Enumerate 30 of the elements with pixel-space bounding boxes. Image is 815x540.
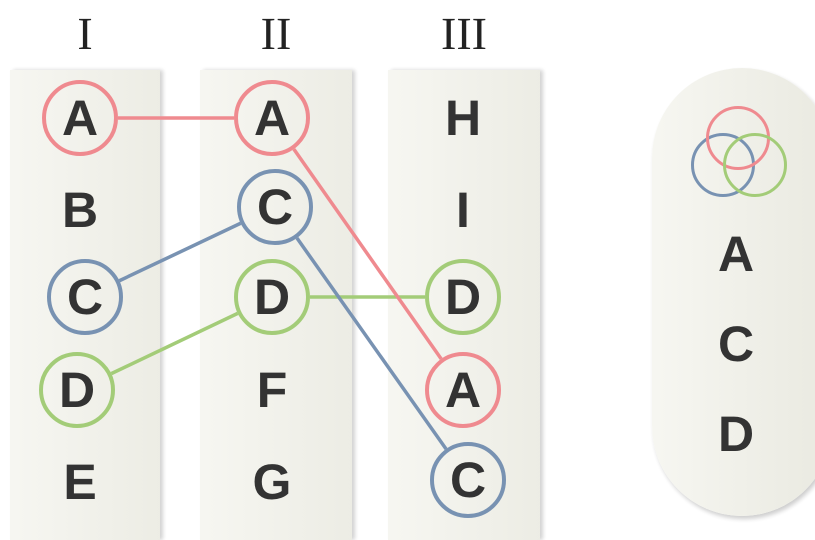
letter-circle: A: [425, 352, 501, 428]
letter: H: [444, 90, 482, 146]
letter-circle: D: [39, 352, 115, 428]
connector-line: [310, 295, 425, 299]
letter-circle: A: [42, 80, 118, 156]
connector-line: [118, 116, 234, 120]
letter: C: [718, 316, 754, 372]
letter: F: [256, 362, 288, 418]
ring-circle: [723, 133, 787, 197]
column-heading: I: [77, 8, 93, 60]
ring-circle: [706, 106, 770, 170]
connector-line: [118, 222, 242, 282]
letter: B: [62, 182, 98, 238]
connector-line: [296, 237, 448, 450]
ring-circle: [691, 133, 755, 197]
connector-line: [292, 148, 443, 360]
letter-circle: D: [425, 259, 501, 335]
letter: I: [456, 182, 470, 238]
letter: G: [252, 454, 292, 510]
letter: A: [718, 226, 754, 282]
letter-circle: D: [234, 259, 310, 335]
letter-circle: C: [237, 169, 313, 245]
column-heading: II: [260, 8, 292, 60]
letter-circle: C: [47, 259, 123, 335]
letter: E: [63, 454, 97, 510]
column-heading: III: [441, 8, 487, 60]
letter-circle: C: [430, 442, 506, 518]
connector-line: [110, 312, 238, 376]
letter-circle: A: [234, 80, 310, 156]
letter: D: [718, 406, 754, 462]
